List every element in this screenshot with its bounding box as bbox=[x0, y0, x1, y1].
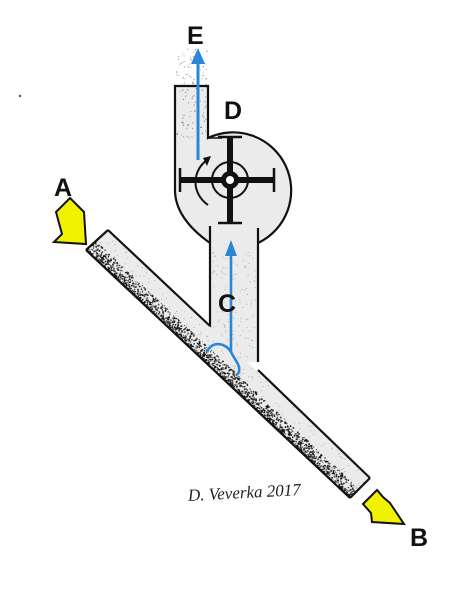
label-a: A bbox=[54, 174, 73, 202]
main-inclined-pipe bbox=[85, 229, 371, 499]
output-arrow-b bbox=[361, 488, 406, 526]
rotation-arrow bbox=[194, 156, 211, 206]
input-arrow-a bbox=[51, 196, 88, 246]
flow-arrow-to-e bbox=[191, 48, 205, 160]
label-d: D bbox=[224, 97, 243, 125]
label-b: B bbox=[410, 524, 429, 552]
label-e: E bbox=[187, 22, 204, 50]
stray-mark bbox=[18, 94, 22, 98]
label-c: C bbox=[218, 290, 237, 318]
flow-arrow-c bbox=[205, 240, 241, 376]
